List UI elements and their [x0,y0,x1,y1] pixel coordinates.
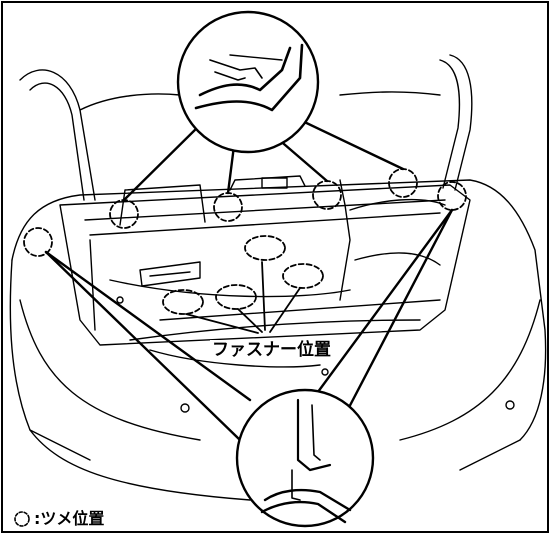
clip-legend-icon [12,510,30,528]
fastener-marker [162,289,204,315]
lower-detail-callout [235,388,375,528]
upper-detail-callout [176,10,320,154]
fastener-marker [215,284,257,310]
fastener-markers [162,235,324,315]
trunk-lid-left-arm [19,69,181,201]
fastener-location-label: ファスナー位置 [210,340,333,360]
frame-border [1,1,549,533]
fastener-marker [244,235,286,261]
clip-legend-symbol [14,511,30,527]
fastener-marker [282,263,324,289]
legend: :ツメ位置 [12,510,104,528]
car-body [9,179,547,501]
trunk-lid-right-arm [339,54,473,191]
fastener-leaders [185,261,301,334]
clip-marker [23,227,53,257]
legend-text: :ツメ位置 [34,509,105,528]
lower-callout-leaders [44,208,454,442]
trunk-interior [59,175,471,346]
